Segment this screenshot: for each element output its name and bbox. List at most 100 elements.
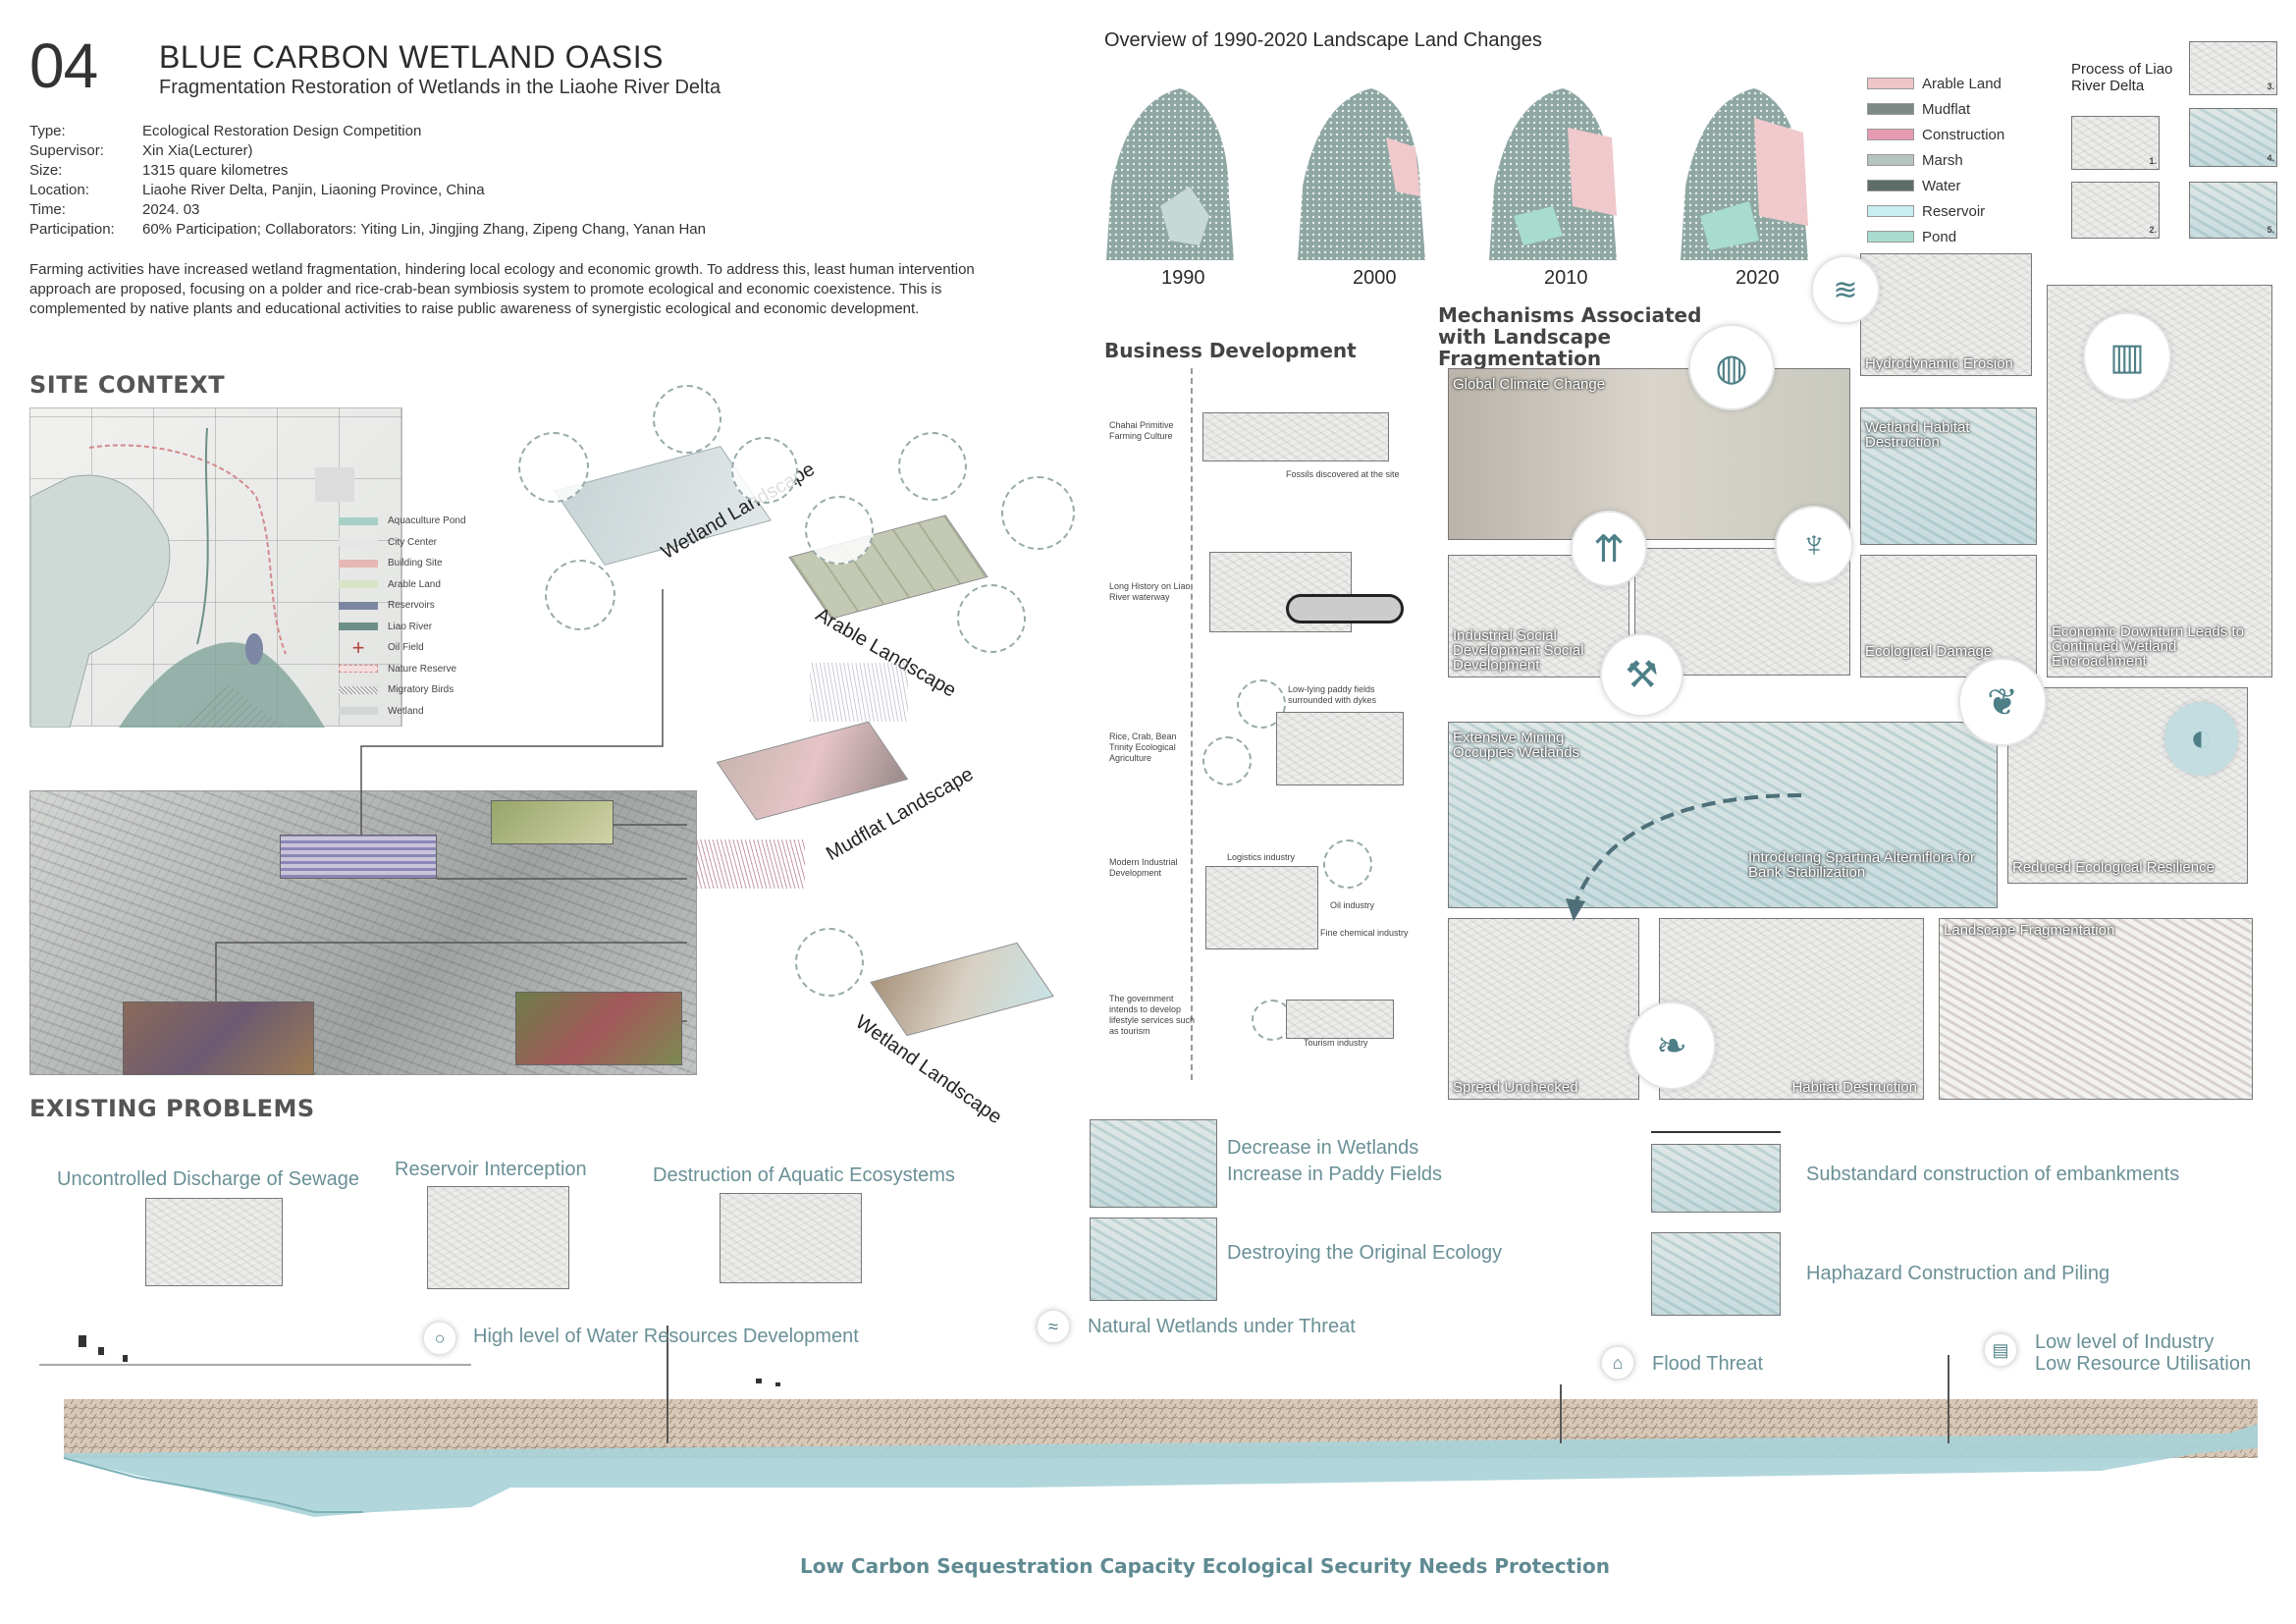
legend-swatch — [339, 538, 378, 547]
legend-label: Building Site — [388, 558, 443, 569]
meta-key: Supervisor: — [29, 142, 104, 159]
crab-icon — [653, 385, 721, 454]
grass-sketch — [810, 663, 908, 722]
business-heading: Business Development — [1104, 339, 1357, 362]
map-2010 — [1489, 88, 1617, 260]
process-map-3: 3. — [2189, 41, 2277, 95]
panel-label: Industrial Social Development Social Dev… — [1453, 627, 1584, 674]
business-item-note: Fossils discovered at the site — [1286, 469, 1400, 479]
legend-swatch — [339, 665, 378, 674]
legend-swatch — [339, 580, 378, 589]
meta-key: Type: — [29, 123, 66, 139]
problem-aquatic-label: Destruction of Aquatic Ecosystems — [653, 1164, 955, 1186]
legend-label: Migratory Birds — [388, 684, 454, 696]
problem-original-ecology-label: Destroying the Original Ecology — [1227, 1242, 1503, 1264]
economy-chart-icon: ▥ — [2083, 312, 2171, 401]
shrimp-icon — [518, 432, 589, 503]
industry-icon: ▤ — [1983, 1332, 2018, 1368]
process-number: 5. — [2267, 225, 2274, 235]
fish-hand-icon: ♆ — [1775, 506, 1853, 584]
panel-label: Hydrodynamic Erosion — [1865, 355, 2013, 372]
bird-icon — [957, 584, 1026, 653]
site-legend: Aquaculture Pond City Center Building Si… — [339, 511, 466, 722]
legend-swatch — [1867, 78, 1914, 89]
meta-key: Location: — [29, 182, 89, 198]
meta-value: 60% Participation; Collaborators: Yiting… — [142, 221, 706, 238]
aerial-inset — [491, 800, 614, 844]
oil-industry-label: Oil industry — [1330, 900, 1375, 910]
process-title: Process of Liao River Delta — [2071, 61, 2173, 94]
section-water-label: High level of Water Resources Developmen… — [473, 1326, 859, 1347]
overview-legend-item: Mudflat — [1867, 96, 2004, 122]
process-map-1: 1. — [2071, 116, 2160, 170]
panel-label: Landscape Fragmentation — [1944, 922, 2115, 939]
meta-value: Xin Xia(Lecturer) — [142, 142, 253, 159]
overview-legend-item: Construction — [1867, 122, 2004, 147]
legend-swatch — [1867, 180, 1914, 191]
meta-row: Location: Liaohe River Delta, Panjin, Lia… — [29, 182, 706, 201]
grain-icon — [1202, 736, 1252, 785]
flood-icon: ⌂ — [1600, 1345, 1635, 1380]
panel-label: Ecological Damage — [1865, 643, 1993, 660]
problem-wetland-label: Decrease in Wetlands — [1227, 1137, 1419, 1159]
legend-swatch — [339, 601, 378, 610]
section-flood-label: Flood Threat — [1652, 1353, 1764, 1375]
overview-title: Overview of 1990-2020 Landscape Land Cha… — [1104, 29, 1542, 51]
legend-label: Reservoir — [1922, 202, 1986, 220]
mining-icon: ⚒ — [1600, 633, 1683, 717]
panel-label: Extensive Mining Occupies Wetlands — [1453, 730, 1579, 761]
site-legend-item: Liao River — [339, 617, 466, 638]
fish-icon — [731, 437, 798, 504]
legend-label: Water — [1922, 177, 1961, 194]
business-item-note: Tourism industry — [1304, 1038, 1368, 1048]
legend-label: Liao River — [388, 621, 433, 632]
process-number: 2. — [2149, 225, 2157, 235]
earth-icon: ◐ — [2164, 702, 2238, 776]
divider-line — [1651, 1131, 1781, 1133]
shrub-sketch — [697, 839, 805, 889]
panel-label: Reduced Ecological Resilience — [2012, 859, 2215, 876]
legend-swatch — [1867, 154, 1914, 166]
mudflat-block — [716, 721, 909, 821]
problem-piling-label: Haphazard Construction and Piling — [1806, 1263, 2110, 1284]
legend-label: Arable Land — [388, 578, 441, 590]
business-sketch — [1276, 712, 1404, 785]
panel-landscape-fragmentation: Landscape Fragmentation — [1939, 918, 2253, 1100]
business-item-label: Chahai Primitive Farming Culture — [1109, 420, 1174, 441]
aerial-inset — [280, 835, 437, 879]
project-number: 04 — [29, 30, 98, 101]
legend-swatch — [339, 707, 378, 716]
meta-value: Liaohe River Delta, Panjin, Liaoning Pro… — [142, 182, 485, 198]
meta-row: Time:2024. 03 — [29, 201, 706, 221]
meta-value: Ecological Restoration Design Competitio… — [142, 123, 422, 139]
site-legend-item: Migratory Birds — [339, 679, 466, 701]
meta-key: Participation: — [29, 221, 115, 238]
leader-lines — [215, 589, 687, 1022]
globe-icon: ◍ — [1688, 324, 1775, 410]
water-drop-icon: ○ — [422, 1321, 457, 1356]
panel-label: Spread Unchecked — [1453, 1079, 1578, 1096]
business-item-label: Modern Industrial Development — [1109, 857, 1178, 878]
wetland-decrease-sketch — [1090, 1119, 1217, 1208]
aquatic-sketch — [720, 1193, 862, 1283]
existing-problems-heading: EXISTING PROBLEMS — [29, 1095, 315, 1122]
meta-row: Supervisor: Xin Xia(Lecturer) — [29, 142, 706, 162]
panel-label: Introducing Spartina Alterniflora for Ba… — [1748, 849, 1975, 881]
legend-swatch — [1867, 205, 1914, 217]
legend-label: City Center — [388, 536, 438, 548]
process-number: 4. — [2267, 153, 2274, 163]
business-item-note: Logistics industry — [1227, 852, 1296, 862]
meta-row: Participation: 60% Participation; Collabo… — [29, 221, 706, 241]
panel-label: Global Climate Change — [1453, 376, 1606, 393]
site-legend-item: +Oil Field — [339, 636, 466, 659]
process-map-4: 4. — [2189, 108, 2277, 167]
site-legend-item: Building Site — [339, 553, 466, 574]
land-change-maps — [1106, 88, 1808, 260]
chemical-industry-label: Fine chemical industry — [1320, 928, 1409, 938]
process-map-5: 5. — [2189, 182, 2277, 239]
industry-growth-icon: ⇈ — [1571, 511, 1647, 587]
panel-label: Habitat Destruction — [1791, 1079, 1917, 1096]
ship-sketch — [1286, 594, 1404, 623]
overview-legend-item: Water — [1867, 173, 2004, 198]
problem-sewage-label: Uncontrolled Discharge of Sewage — [57, 1168, 359, 1190]
